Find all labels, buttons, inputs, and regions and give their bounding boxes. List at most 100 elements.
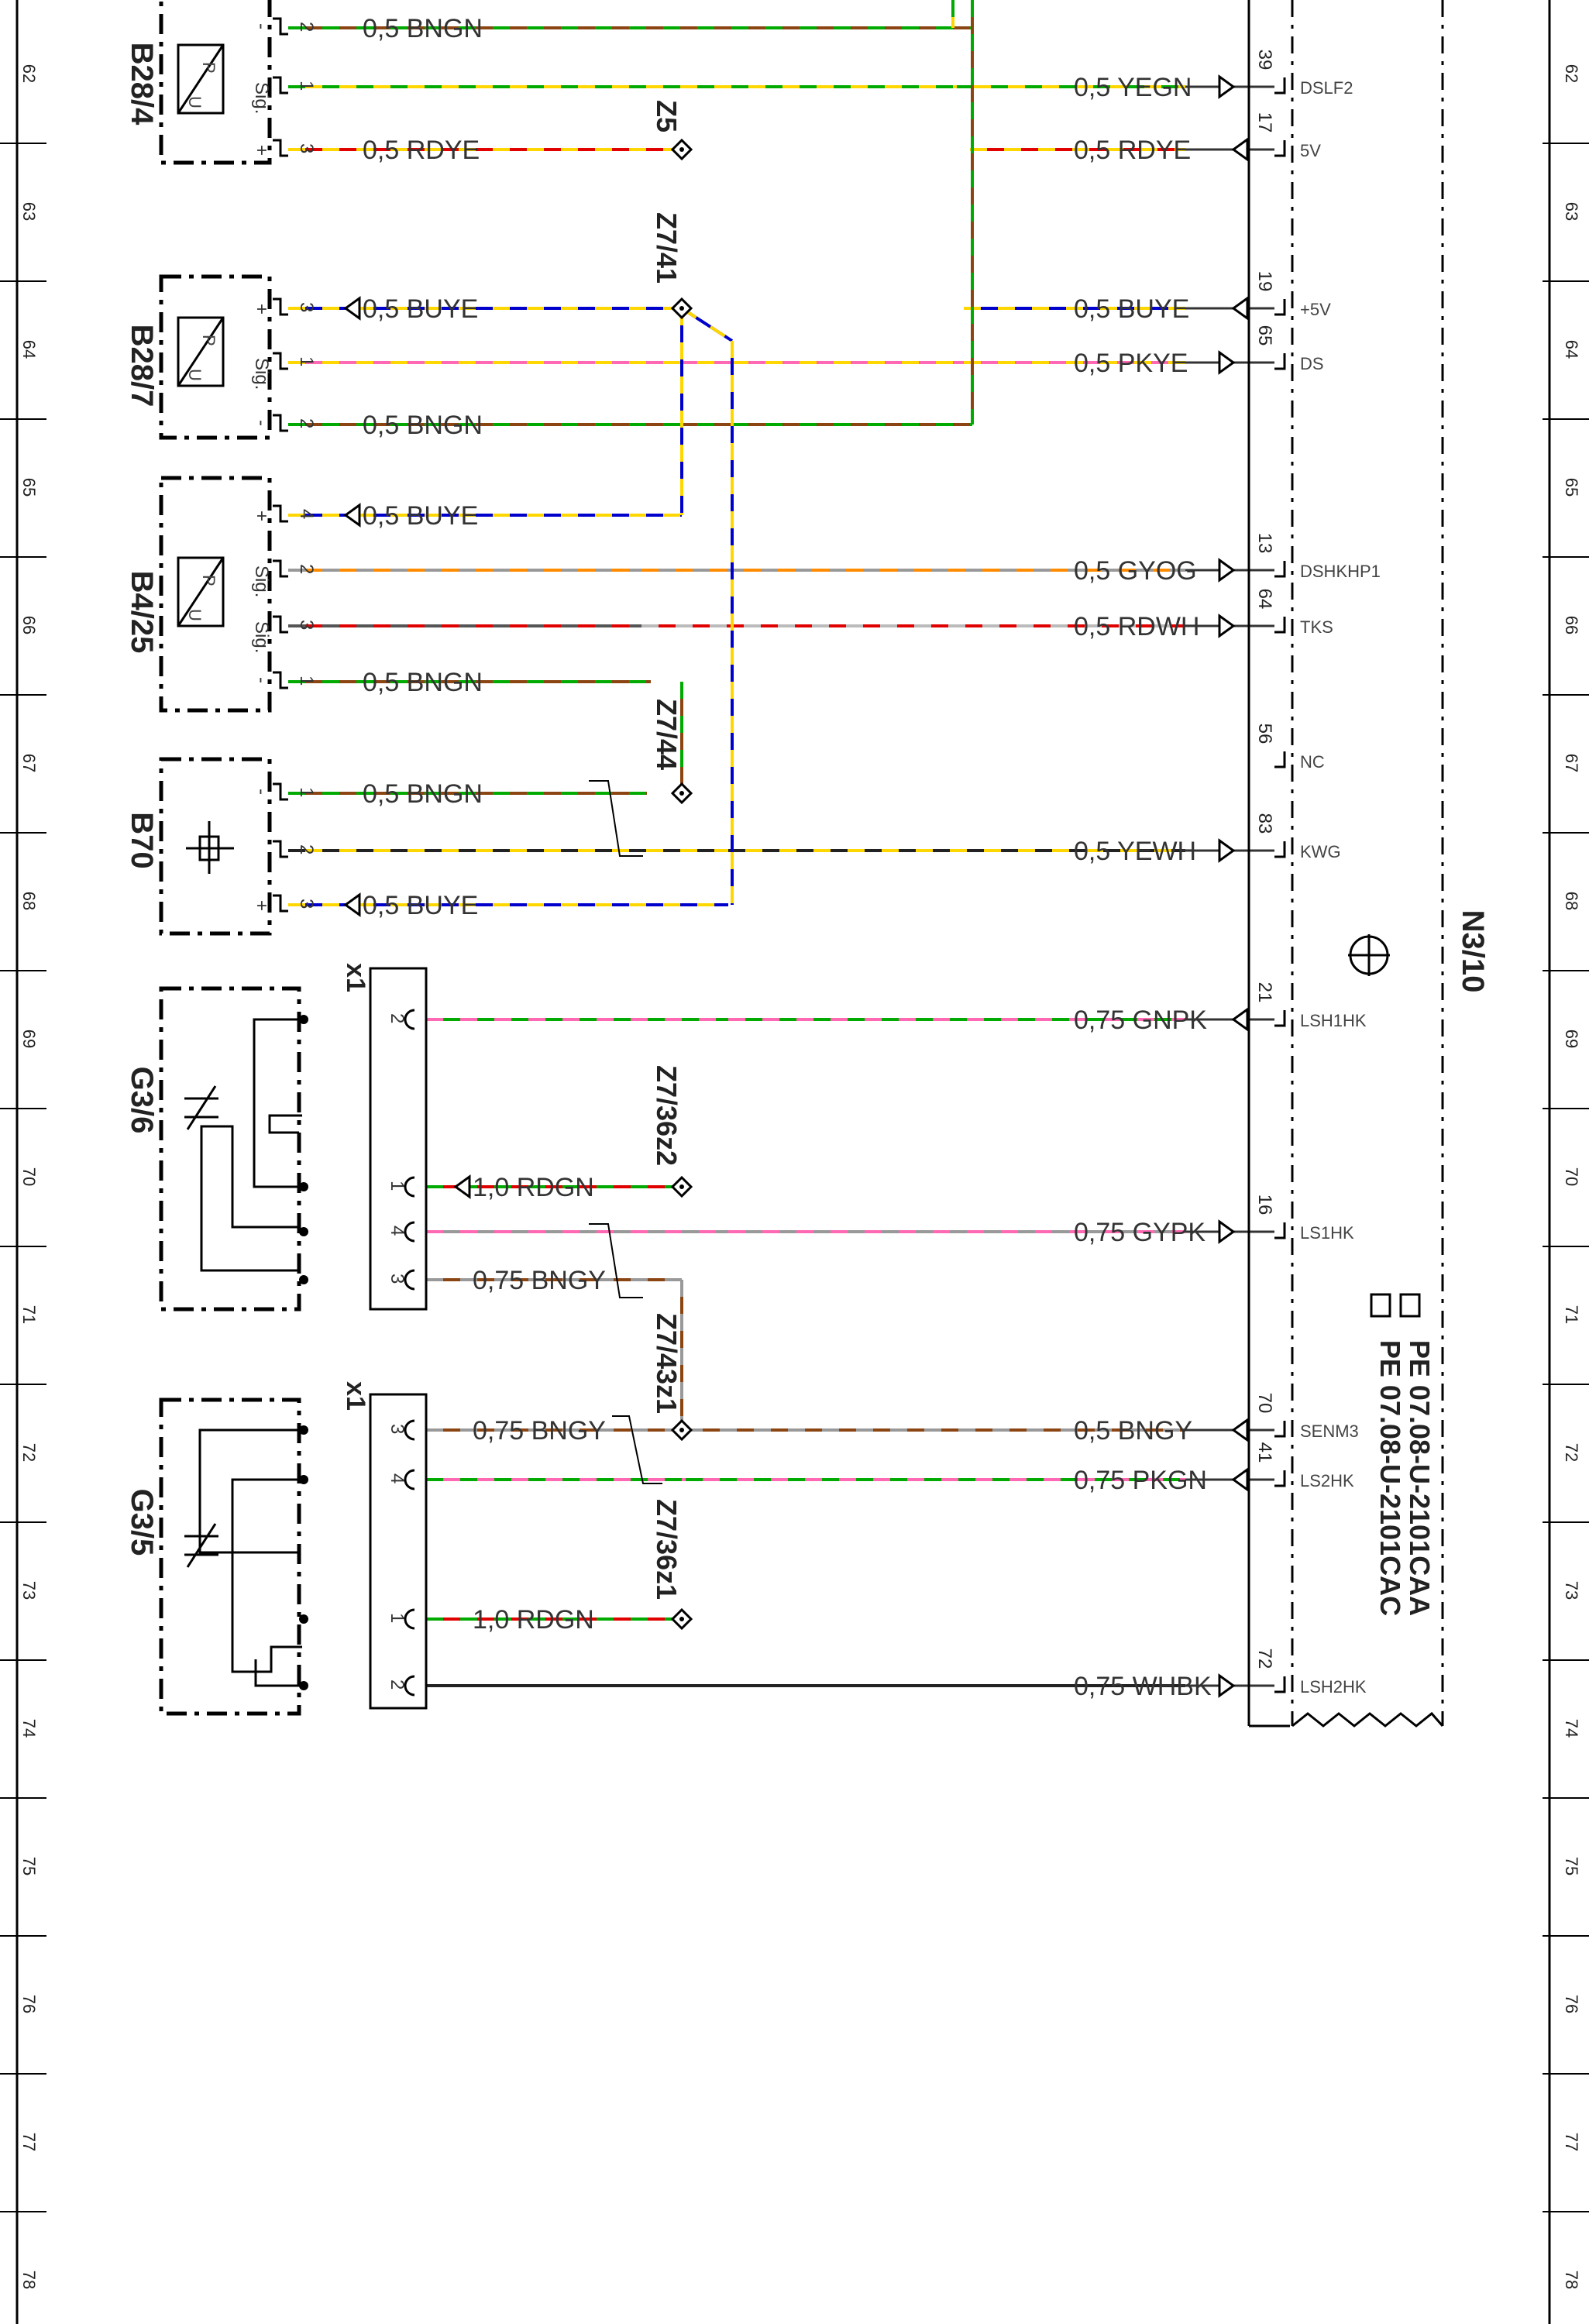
wire-label: 0,5 BUYE — [1074, 294, 1189, 324]
wire-arrow-icon — [1218, 558, 1236, 583]
component-label: B4/25 — [125, 571, 159, 654]
row-number: 65 — [19, 478, 39, 497]
component-box-b28-4 — [159, 0, 272, 165]
pin-socket-icon — [273, 894, 288, 913]
leader-line — [612, 1415, 662, 1484]
row-number: 75 — [19, 1857, 39, 1875]
wire-label: 0,5 BUYE — [363, 501, 478, 531]
component-box-g3-6 — [159, 986, 301, 1312]
wire-label: 1,0 RDGN — [473, 1173, 594, 1202]
ecu-pin-number: 83 — [1254, 813, 1275, 834]
wire-arrow-icon — [1231, 1467, 1249, 1492]
pin-polarity: Sig. — [251, 358, 272, 390]
pin-dot — [299, 1425, 308, 1435]
lambda-sensor-icon — [184, 1523, 218, 1568]
component-label: G3/6 — [125, 1067, 159, 1134]
ecu-signal-name: DSLF2 — [1300, 78, 1353, 98]
pressure-sensor-icon: PU — [177, 316, 225, 387]
row-number: 73 — [19, 1581, 39, 1600]
pin-socket-icon — [273, 559, 288, 578]
wire-label: 0,5 BNGN — [363, 668, 483, 697]
ecu-signal-name: TKS — [1300, 617, 1333, 637]
wire-arrow-icon — [1231, 296, 1249, 321]
components-layer: PUPUPU2-1Sig.3+3+1Sig.2-4+2Sig.3Sig.1-1-… — [159, 0, 428, 1716]
junction-label: Z7/36z2 — [651, 1065, 683, 1166]
pin-socket-icon — [404, 1221, 415, 1243]
reference-doc: PE 07.08-U-2101CAC — [1374, 1340, 1406, 1616]
ecu-pin-number: 64 — [1254, 589, 1275, 610]
pin-socket-icon — [404, 1269, 415, 1291]
ecu-signal-name: 5V — [1300, 141, 1321, 160]
row-number: 72 — [1562, 1443, 1581, 1462]
row-number: 73 — [1562, 1581, 1581, 1600]
wire-arrow-icon — [1218, 838, 1236, 863]
wire-arrow-icon — [343, 503, 361, 528]
pin-polarity: Sig. — [251, 621, 272, 653]
ecu-pin-number: 21 — [1254, 982, 1275, 1003]
row-number: 64 — [19, 340, 39, 359]
wire-arrow-icon — [343, 892, 361, 917]
ecu-pin-number: 72 — [1254, 1648, 1275, 1669]
pin-number: 2 — [296, 844, 317, 854]
pin-socket-icon — [1274, 751, 1286, 768]
pin-polarity: + — [251, 145, 272, 156]
wire-arrow-icon — [1218, 350, 1236, 375]
connector-label: x1 — [341, 963, 370, 992]
pin-number: 2 — [296, 22, 317, 32]
ecu-signal-name: DS — [1300, 354, 1324, 373]
hand-pointer-icon — [1399, 1293, 1421, 1318]
sensor-trace — [253, 1018, 302, 1188]
sensor-trace — [198, 1428, 302, 1554]
sensor-trace — [268, 1114, 302, 1134]
row-number: 72 — [19, 1443, 39, 1462]
row-number: 71 — [19, 1305, 39, 1324]
junction-label: Z5 — [651, 100, 683, 132]
pin-socket-icon — [404, 1009, 415, 1030]
pin-socket-icon — [1274, 140, 1286, 157]
component-label: B28/4 — [125, 43, 159, 125]
pressure-symbol: P — [199, 62, 218, 74]
hand-pointer-icon — [1370, 1293, 1391, 1318]
pin-socket-icon — [273, 840, 288, 858]
ecu-pin-number: 41 — [1254, 1442, 1275, 1463]
connector-pin-number: 2 — [387, 1679, 408, 1690]
component-label: G3/5 — [125, 1489, 159, 1556]
pin-dot — [299, 1681, 308, 1690]
wire-label: 0,75 BNGY — [473, 1416, 606, 1446]
pin-socket-icon — [273, 671, 288, 689]
ecu-signal-name: LS2HK — [1300, 1471, 1354, 1490]
wire-label: 0,5 RDYE — [1074, 136, 1191, 165]
connector-pin-number: 3 — [387, 1274, 408, 1284]
ecu-label: N3/10 — [1456, 910, 1490, 993]
pin-socket-icon — [1274, 77, 1286, 95]
wire-label: 0,75 WHBK — [1074, 1672, 1212, 1701]
wire-label: 0,5 BNGY — [1074, 1416, 1192, 1446]
ecu-signal-name: +5V — [1300, 300, 1331, 319]
ecu-signal-name: LSH2HK — [1300, 1677, 1367, 1697]
ecu-signal-name: KWG — [1300, 842, 1341, 861]
junction-label: Z7/41 — [651, 212, 683, 284]
wire-label: 0,75 GNPK — [1074, 1006, 1207, 1035]
pin-socket-icon — [1274, 1470, 1286, 1487]
ecu-pin-number: 70 — [1254, 1393, 1275, 1414]
wire-arrow-icon — [1218, 1673, 1236, 1698]
row-number: 76 — [1562, 1995, 1581, 2013]
ecu-pin-number: 39 — [1254, 50, 1275, 70]
row-number: 65 — [1562, 478, 1581, 497]
ecu-signal-name: SENM3 — [1300, 1422, 1359, 1441]
ecu-pin-number: 13 — [1254, 533, 1275, 554]
row-number: 74 — [19, 1719, 39, 1738]
pin-number: 4 — [296, 509, 317, 519]
pin-socket-icon — [273, 76, 288, 95]
pin-number: 3 — [296, 620, 317, 630]
wire-label: 0,5 BUYE — [363, 891, 478, 920]
row-number: 78 — [1562, 2271, 1581, 2289]
connector-pin-number: 4 — [387, 1473, 408, 1483]
junction-icon — [670, 297, 693, 320]
pin-number: 3 — [296, 302, 317, 312]
lambda-sensor-icon — [184, 1085, 218, 1130]
ecu-pin-number: 56 — [1254, 724, 1275, 744]
